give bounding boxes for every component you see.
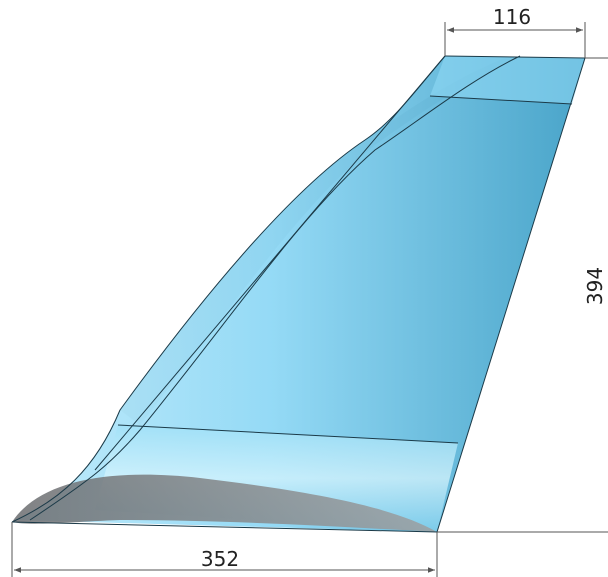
tip-band	[430, 56, 585, 104]
tip-chord-line	[444, 55, 586, 59]
dimension-label-span: 394	[583, 267, 607, 305]
trailing-edge-line	[436, 57, 586, 533]
leading-edge-line	[11, 55, 446, 523]
dimension-span: 394	[437, 57, 608, 533]
dimension-label-root-chord: 352	[201, 547, 239, 571]
dimension-root-chord: 352	[11, 522, 438, 577]
outer-swept-line	[94, 55, 446, 471]
dimension-label-tip-chord: 116	[493, 5, 531, 29]
root-airfoil	[12, 474, 437, 532]
inner-swept-line	[29, 55, 521, 521]
wing-skin	[15, 56, 585, 532]
tip-rib-line	[429, 95, 573, 105]
dimension-tip-chord: 116	[444, 5, 586, 58]
root-chord-line	[11, 521, 438, 533]
root-rib-line	[117, 424, 459, 444]
